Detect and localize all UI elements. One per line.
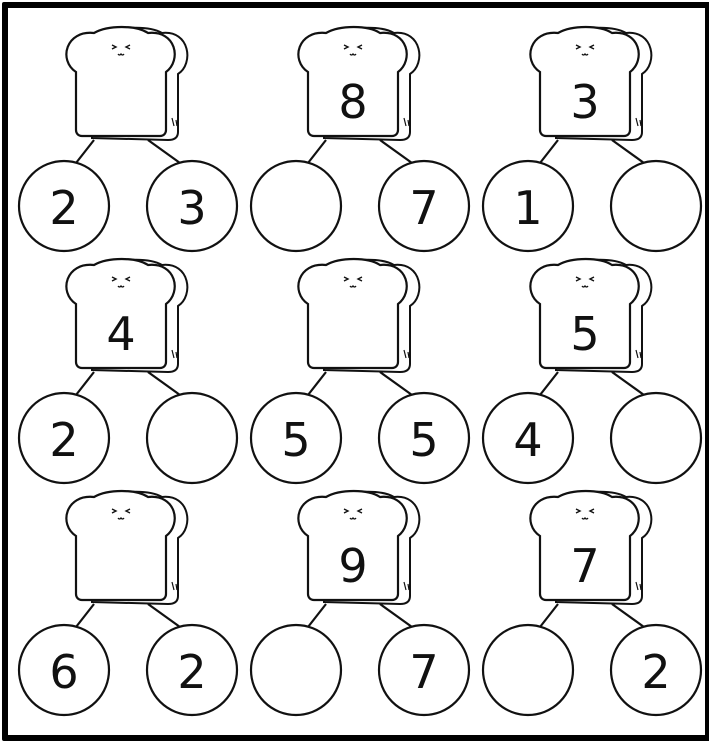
bread-slice-front [66, 27, 174, 136]
part-right-value: 5 [409, 413, 438, 467]
bread-slice-face-icon [298, 259, 419, 372]
bond-line-right [612, 140, 644, 163]
bond-line-left [540, 604, 558, 627]
bond-line-right [148, 140, 180, 163]
bread-mouth [350, 518, 356, 519]
number-bond: 54 [483, 259, 701, 483]
bread-mouth [118, 518, 124, 519]
number-bond: 97 [251, 491, 469, 715]
bread-mouth [350, 286, 356, 287]
part-left-value: 5 [281, 413, 310, 467]
part-left-value: 4 [513, 413, 542, 467]
part-right-value: 3 [177, 181, 206, 235]
bond-line-right [148, 604, 180, 627]
part-left-value: 1 [513, 181, 542, 235]
bond-line-left [308, 604, 326, 627]
bond-total[interactable]: 7 [570, 539, 599, 593]
bond-total[interactable]: 4 [106, 307, 135, 361]
part-right-value: 7 [409, 645, 438, 699]
part-left-value: 2 [49, 181, 78, 235]
bread-mouth [582, 54, 588, 55]
part-circle-right[interactable] [611, 161, 701, 251]
bread-slice-face-icon [66, 491, 187, 604]
bread-slice-front [66, 491, 174, 600]
bond-line-left [76, 604, 94, 627]
bond-line-left [308, 140, 326, 163]
bond-line-left [308, 372, 326, 395]
bond-line-left [540, 140, 558, 163]
number-bond: 42 [19, 259, 237, 483]
bread-slice-face-icon [66, 27, 187, 140]
number-bond: 72 [483, 491, 701, 715]
bond-line-right [380, 140, 412, 163]
part-left-value: 6 [49, 645, 78, 699]
bread-mouth [582, 518, 588, 519]
bond-total[interactable]: 3 [570, 75, 599, 129]
bread-mouth [118, 54, 124, 55]
number-bond: 87 [251, 27, 469, 251]
part-circle-left[interactable] [251, 161, 341, 251]
bond-line-right [612, 604, 644, 627]
bread-mouth [582, 286, 588, 287]
bread-mouth [118, 286, 124, 287]
part-circle-right[interactable] [147, 393, 237, 483]
part-right-value: 2 [641, 645, 670, 699]
part-circle-right[interactable] [611, 393, 701, 483]
bond-line-right [380, 372, 412, 395]
bread-slice-front [298, 259, 406, 368]
bread-mouth [350, 54, 356, 55]
bond-total[interactable]: 5 [570, 307, 599, 361]
bond-line-left [76, 140, 94, 163]
bond-total[interactable]: 8 [338, 75, 367, 129]
part-right-value: 2 [177, 645, 206, 699]
bond-line-right [612, 372, 644, 395]
bond-line-right [148, 372, 180, 395]
part-circle-left[interactable] [251, 625, 341, 715]
part-circle-left[interactable] [483, 625, 573, 715]
bond-line-right [380, 604, 412, 627]
bond-total[interactable]: 9 [338, 539, 367, 593]
bond-line-left [76, 372, 94, 395]
number-bond: 31 [483, 27, 701, 251]
bond-line-left [540, 372, 558, 395]
part-right-value: 7 [409, 181, 438, 235]
part-left-value: 2 [49, 413, 78, 467]
